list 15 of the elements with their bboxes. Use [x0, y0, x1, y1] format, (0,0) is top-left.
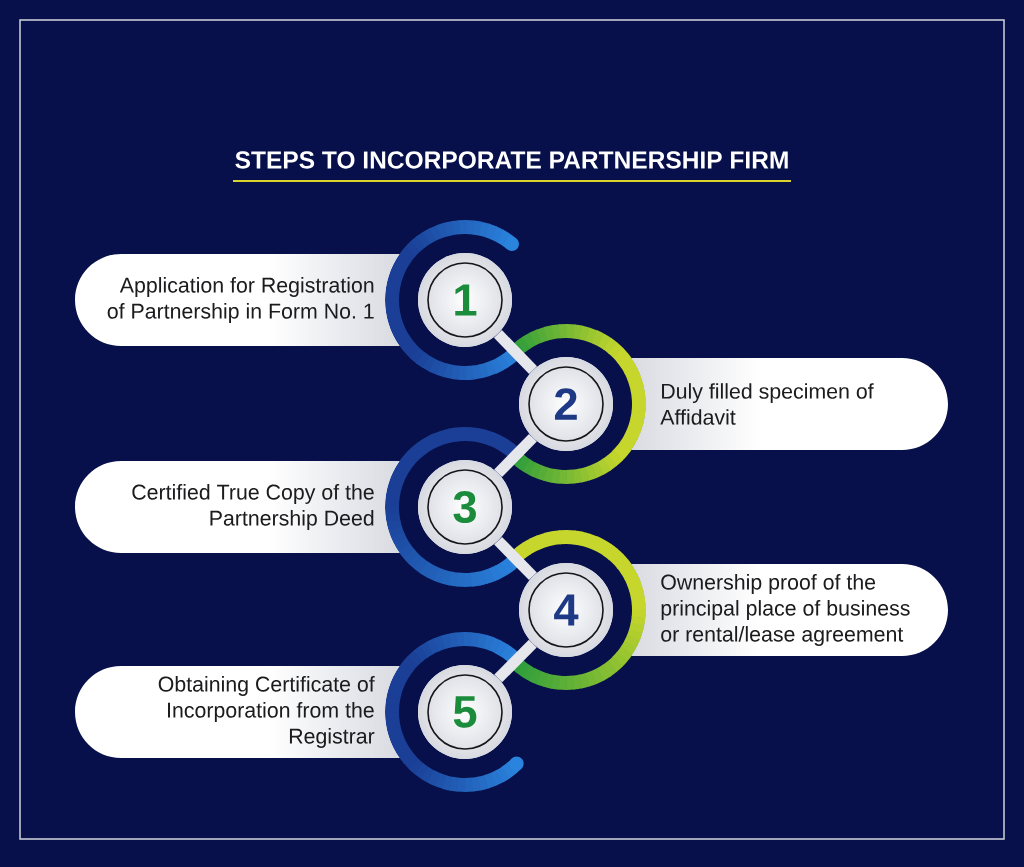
step-text: Application for Registration of Partnership in Form No. 1 [107, 277, 374, 323]
step-text: Certified True Copy of the Partnership Deed [132, 484, 374, 530]
connector-line [494, 536, 537, 581]
step-box [75, 461, 400, 553]
step-box [631, 358, 948, 450]
connector-line [494, 330, 538, 374]
step-box [631, 564, 948, 656]
step-text: Obtaining Certificate of Incorporation from the Registrar [158, 676, 375, 748]
step-box [75, 666, 400, 758]
title: STEPS TO INCORPORATE PARTNERSHIP FIRM [235, 151, 788, 169]
step-text: Duly filled specimen of Affidavit [660, 383, 874, 425]
connector-line [494, 433, 537, 478]
connector-line [494, 639, 537, 683]
step-text: Ownership proof of the principal place of business or rental/lease agreement [661, 574, 910, 646]
step-box [75, 254, 400, 346]
